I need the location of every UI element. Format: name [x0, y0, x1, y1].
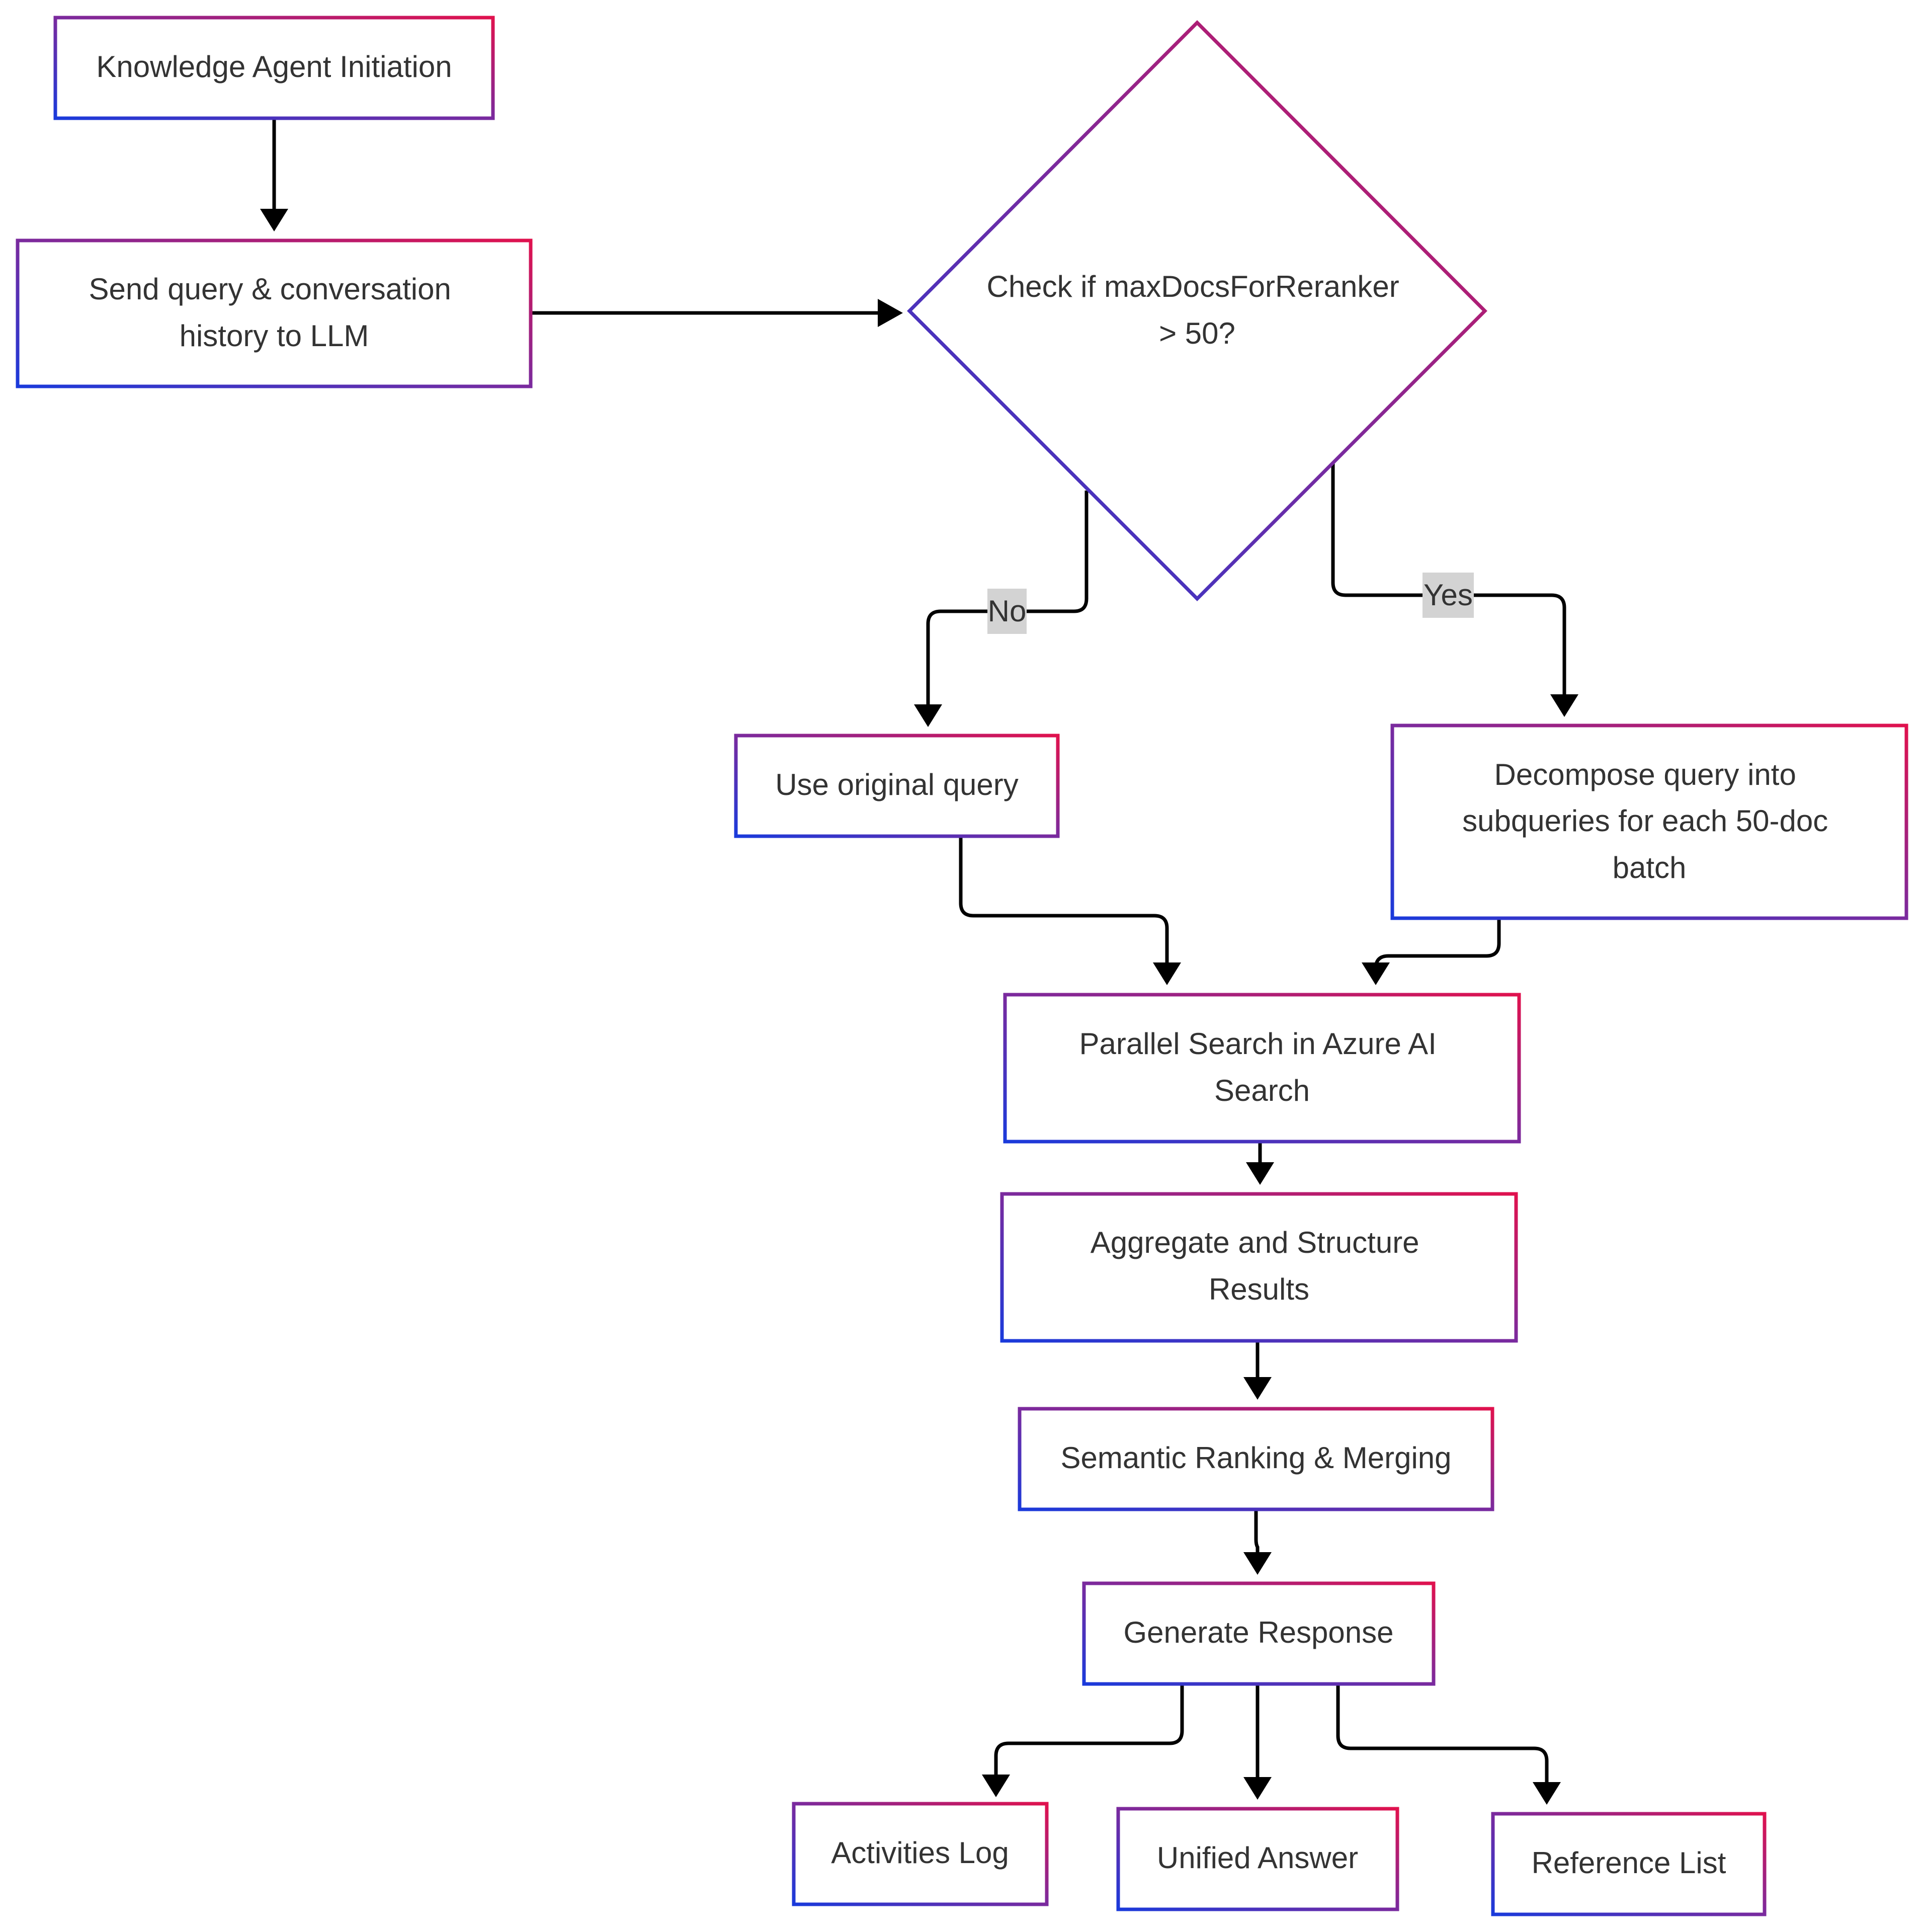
edge-decompose-to-parallel [1374, 919, 1501, 969]
node-unified: Unified Answer [1116, 1807, 1399, 1911]
node-decompose-line: subqueries for each 50-doc [1462, 804, 1828, 838]
arrowhead-aggregate-to-semantic [1243, 1377, 1272, 1400]
node-decompose-text: Decompose query into subqueries for each… [1462, 758, 1836, 884]
node-check-text: Check if maxDocsForReranker > 50? [987, 270, 1408, 350]
node-decompose-line: batch [1613, 851, 1687, 884]
arrowhead-init-to-send [260, 209, 288, 231]
node-original-text: Use original query [775, 768, 1019, 801]
arrowhead-check-to-original [914, 704, 942, 727]
node-check: Check if maxDocsForReranker > 50? [907, 20, 1487, 601]
arrowhead-decompose-to-parallel [1362, 962, 1390, 985]
edge-label-yes: Yes [1423, 573, 1474, 618]
edge-label-yes-text: Yes [1424, 578, 1473, 612]
arrowhead-semantic-to-generate [1243, 1552, 1272, 1575]
node-init-text: Knowledge Agent Initiation [96, 50, 452, 84]
arrowhead-check-to-decompose [1550, 694, 1578, 717]
node-parallel: Parallel Search in Azure AI Search [1003, 993, 1521, 1144]
arrowhead-original-to-parallel [1153, 962, 1181, 985]
node-semantic-line: Semantic Ranking & Merging [1060, 1441, 1451, 1475]
node-aggregate-line: Aggregate and Structure [1091, 1226, 1419, 1259]
node-activities-line: Activities Log [831, 1836, 1009, 1870]
node-parallel-line: Parallel Search in Azure AI [1079, 1027, 1436, 1061]
node-send-line: history to LLM [180, 319, 369, 353]
node-parallel-text: Parallel Search in Azure AI Search [1079, 1027, 1445, 1107]
node-semantic-text: Semantic Ranking & Merging [1060, 1441, 1451, 1475]
arrowhead-parallel-to-aggregate [1246, 1162, 1274, 1185]
node-check-line: Check if maxDocsForReranker [987, 270, 1399, 303]
arrowhead-send-to-check [878, 299, 903, 327]
node-parallel-line: Search [1214, 1074, 1310, 1107]
node-original: Use original query [734, 734, 1060, 838]
arrowhead-generate-to-unified [1243, 1777, 1272, 1800]
node-check-line: > 50? [1159, 316, 1235, 350]
node-reference-line: Reference List [1532, 1846, 1726, 1880]
node-generate-text: Generate Response [1123, 1616, 1393, 1649]
edge-label-no: No [987, 589, 1027, 634]
node-send: Send query & conversation history to LLM [16, 238, 533, 388]
node-generate-line: Generate Response [1123, 1616, 1393, 1649]
edge-original-to-parallel [959, 838, 1169, 962]
node-reference-text: Reference List [1532, 1846, 1726, 1880]
node-activities: Activities Log [792, 1802, 1049, 1906]
node-decompose-line: Decompose query into [1494, 758, 1796, 791]
node-init: Knowledge Agent Initiation [53, 16, 495, 120]
edge-semantic-to-generate [1254, 1510, 1260, 1552]
node-send-line: Send query & conversation [89, 272, 451, 306]
node-aggregate: Aggregate and Structure Results [1000, 1192, 1518, 1343]
node-semantic: Semantic Ranking & Merging [1018, 1407, 1494, 1511]
node-aggregate-line: Results [1209, 1272, 1309, 1306]
edge-generate-to-activities [994, 1685, 1184, 1775]
node-aggregate-text: Aggregate and Structure Results [1091, 1226, 1428, 1306]
node-decompose: Decompose query into subqueries for each… [1390, 723, 1908, 920]
edge-generate-to-reference [1336, 1685, 1549, 1782]
node-init-line: Knowledge Agent Initiation [96, 50, 452, 84]
node-activities-text: Activities Log [831, 1836, 1009, 1870]
node-generate: Generate Response [1082, 1581, 1436, 1686]
node-send-text: Send query & conversation history to LLM [89, 272, 459, 353]
node-unified-line: Unified Answer [1157, 1841, 1358, 1875]
node-unified-text: Unified Answer [1157, 1841, 1358, 1875]
node-reference: Reference List [1491, 1812, 1767, 1916]
node-original-line: Use original query [775, 768, 1019, 801]
arrowhead-generate-to-activities [982, 1775, 1010, 1797]
edge-label-no-text: No [988, 594, 1027, 628]
arrowhead-generate-to-reference [1533, 1782, 1561, 1805]
